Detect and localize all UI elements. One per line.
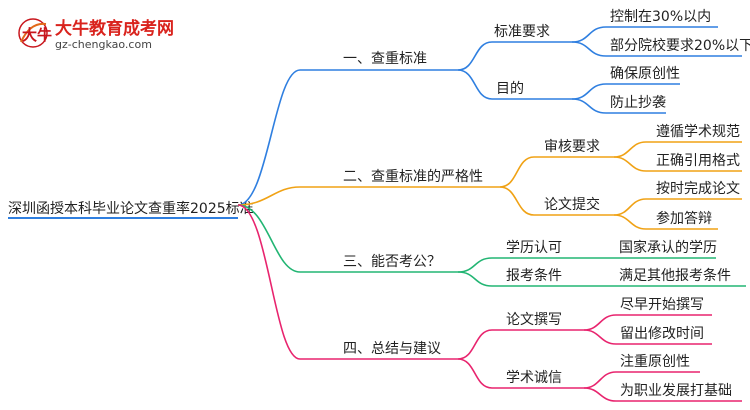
connector	[237, 186, 301, 206]
connector	[237, 204, 301, 273]
node-label: 学术诚信	[506, 370, 562, 386]
connector	[457, 358, 493, 389]
node-label: 审核要求	[544, 139, 600, 155]
leaf-label: 遵循学术规范	[656, 123, 740, 140]
connector	[499, 186, 535, 216]
leaf-label: 控制在30%以内	[610, 9, 711, 25]
leaf-label: 确保原创性	[610, 66, 680, 82]
connector	[583, 329, 617, 345]
logo-mark-text: 大牛	[22, 26, 52, 44]
branch-label: 三、能否考公？	[343, 254, 441, 270]
connector	[613, 141, 647, 158]
node-label: 目的	[496, 81, 524, 97]
logo-title: 大牛教育成考网	[55, 18, 174, 39]
branch-4: 四、总结与建议 论文撰写 尽早开始撰写 留出修改时间 学术诚信 注重原创性 为职…	[237, 204, 742, 402]
connector	[583, 387, 617, 402]
connector	[613, 156, 647, 172]
branch-label: 四、总结与建议	[343, 341, 441, 357]
connector	[583, 314, 617, 331]
node-label: 学历认可	[506, 240, 562, 256]
branch-3: 三、能否考公？ 学历认可 国家承认的学历 报考条件 满足其他报考条件	[237, 204, 746, 287]
connector	[457, 271, 493, 287]
leaf-label: 正确引用格式	[656, 153, 740, 169]
leaf-label: 部分院校要求20%以下	[610, 37, 750, 54]
leaf-label: 满足其他报考条件	[619, 267, 731, 284]
connector	[457, 69, 493, 100]
connector	[583, 371, 617, 389]
logo-url: gz-chengkao.com	[55, 38, 152, 51]
connector	[237, 69, 301, 206]
node-label: 报考条件	[506, 267, 562, 284]
leaf-label: 防止抄袭	[610, 95, 666, 111]
node-label: 标准要求	[494, 24, 550, 40]
branch-label: 一、查重标准	[343, 51, 427, 67]
connector	[571, 41, 607, 57]
connector	[613, 198, 647, 216]
logo-emblem-icon: 大牛	[18, 18, 52, 48]
connector	[571, 98, 607, 114]
connector	[571, 83, 607, 100]
leaf-label: 尽早开始撰写	[620, 297, 704, 313]
branch-label: 二、查重标准的严格性	[343, 169, 483, 185]
root-topic: 深圳函授本科毕业论文查重率2025标准	[8, 200, 254, 217]
logo: 大牛 大牛教育成考网 gz-chengkao.com	[18, 18, 174, 51]
leaf-label: 按时完成论文	[656, 181, 740, 197]
connector	[571, 26, 607, 43]
leaf-label: 为职业发展打基础	[620, 382, 732, 399]
connector	[499, 156, 535, 188]
branch-2: 二、查重标准的严格性 审核要求 遵循学术规范 正确引用格式 论文提交 按时完成论…	[237, 123, 742, 230]
leaf-label: 注重原创性	[620, 354, 690, 370]
leaf-label: 留出修改时间	[620, 326, 704, 342]
leaf-label: 参加答辩	[656, 210, 712, 227]
leaf-label: 国家承认的学历	[619, 239, 717, 256]
node-label: 论文撰写	[506, 312, 562, 328]
connector	[457, 257, 493, 273]
branch-1: 一、查重标准 标准要求 控制在30%以内 部分院校要求20%以下 目的 确保原创…	[237, 9, 750, 206]
connector	[613, 214, 647, 230]
node-label: 论文提交	[544, 196, 600, 213]
connector	[457, 329, 493, 360]
connector	[457, 41, 493, 71]
connector	[237, 204, 301, 360]
